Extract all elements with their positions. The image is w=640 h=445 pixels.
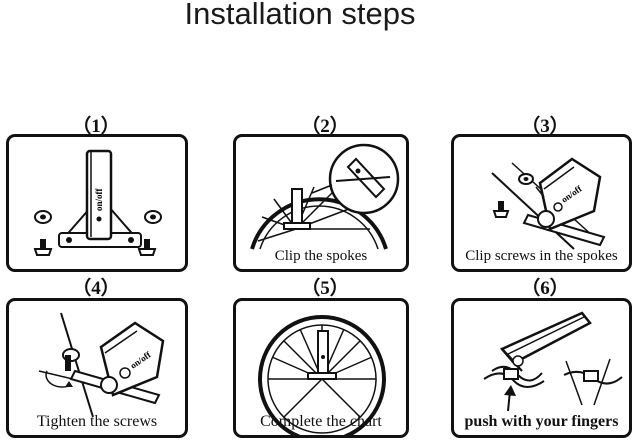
complete-wheel-illustration [258,315,386,435]
step-2-number: （2） [301,116,349,137]
step-3-number: （3） [521,116,569,137]
screw-icon [62,348,80,371]
step-5-caption: Complete the chart [260,413,382,430]
step-6-number: （6） [521,278,569,299]
nut-icon [144,210,162,224]
on-off-label: on/off [94,187,104,211]
screw-icon [492,201,510,218]
step-5-panel: Complete the chart [233,298,409,438]
screw-icon [137,239,157,256]
step-3-panel: on/off Clip screws in the spokes [451,134,632,272]
step-2-panel: Clip the spokes [233,134,409,272]
light-unit-illustration: on/off [33,149,162,256]
step-1-number: （1） [72,116,120,137]
step-6-panel: push with your fingers [451,298,632,438]
step-4-caption: Tighten the screws [36,413,158,430]
tighten-screws-illustration: on/off [38,312,165,418]
step-3-caption: Clip screws in the spokes [465,248,618,264]
push-fingers-illustration [483,311,623,412]
nut-icon [518,173,534,185]
push-arrow-icon [504,385,516,412]
step-5-number: （5） [301,278,349,299]
step-1-panel: on/off [6,134,188,272]
screw-icon [33,239,53,256]
page-title: Installation steps [184,0,416,31]
nut-icon [34,210,52,224]
wheel-spokes-illustration [250,143,400,250]
step-2-caption: Clip the spokes [274,248,368,264]
step-6-caption: push with your fingers [464,413,619,430]
clip-screws-illustration: on/off [491,157,606,250]
step-4-number: （4） [72,278,120,299]
step-4-panel: on/off Tighten the screws [6,298,188,438]
